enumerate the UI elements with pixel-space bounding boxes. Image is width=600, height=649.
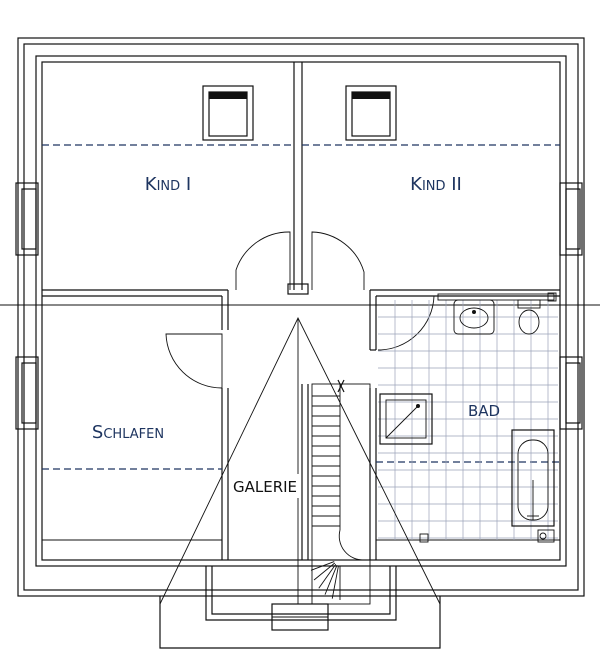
knee-wall-lines: [42, 144, 560, 470]
stair-tread: [310, 561, 335, 571]
stair-tread: [331, 565, 339, 599]
bath-tiles: [378, 300, 558, 540]
stair-tread: [313, 562, 336, 581]
staircase: [310, 379, 371, 605]
room-label-schlafen: Schlafen: [92, 422, 164, 443]
roof-window-right: [345, 85, 397, 141]
interior-walls: [42, 62, 560, 560]
door-swings: [165, 231, 435, 389]
stair-tread: [324, 565, 338, 595]
dormer: [159, 566, 441, 649]
room-label-kind2: Kind II: [410, 174, 462, 195]
galerie-label-bg: [230, 474, 300, 498]
room-label-bad: BAD: [468, 402, 500, 420]
roof-window-left: [202, 85, 254, 141]
gable-windows: [15, 182, 583, 430]
bath-fixtures: [379, 292, 557, 543]
stair-tread: [318, 563, 337, 589]
room-label-galerie: GALERIE: [233, 478, 297, 496]
outer-walls: [0, 37, 600, 597]
room-label-kind1: Kind I: [145, 174, 191, 195]
galerie-roof-triangle: [159, 316, 441, 605]
